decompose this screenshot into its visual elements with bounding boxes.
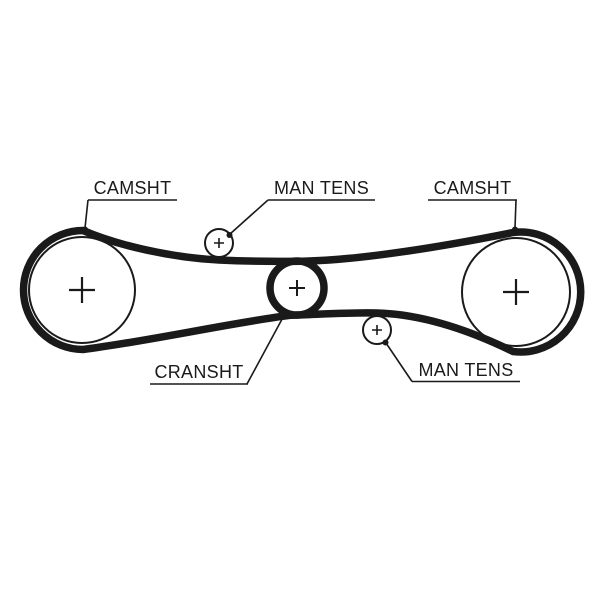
timing-belt-path	[19, 226, 585, 356]
man-tens-bottom-label: MAN TENS	[418, 360, 513, 380]
man-tens-bottom-leader-line	[385, 342, 413, 382]
camshaft-right-leader-line	[514, 199, 517, 229]
camshaft-pulley-right	[461, 237, 571, 347]
camshaft-left-label: CAMSHT	[94, 178, 172, 198]
crankshaft-leader-dot	[280, 311, 287, 318]
tensioner-bottom-center-cross-icon	[372, 325, 382, 335]
camshaft-right-leader-dot	[512, 226, 518, 233]
crankshaft-leader-line	[246, 315, 285, 385]
camshaft-right-label: CAMSHT	[434, 178, 512, 198]
tensioner-bottom	[362, 315, 392, 345]
camshaft-left-leader-line	[84, 199, 89, 229]
camshaft-pulley-left	[28, 236, 136, 344]
tensioner-top-center-cross-icon	[214, 238, 224, 248]
man-tens-top-label: MAN TENS	[274, 178, 369, 198]
crankshaft-center-cross-icon	[289, 280, 305, 296]
camshaft-right-center-cross-icon	[503, 279, 529, 305]
man-tens-bottom-leader-dot	[382, 339, 389, 346]
crankshaft-pulley	[266, 257, 328, 319]
camshaft-left-leader-dot	[82, 226, 88, 233]
camshaft-left-center-cross-icon	[69, 277, 95, 303]
crankshaft-label: CRANSHT	[154, 362, 243, 382]
man-tens-top-leader-line	[229, 199, 269, 235]
tensioner-top	[204, 228, 234, 258]
man-tens-top-leader-dot	[226, 232, 233, 238]
